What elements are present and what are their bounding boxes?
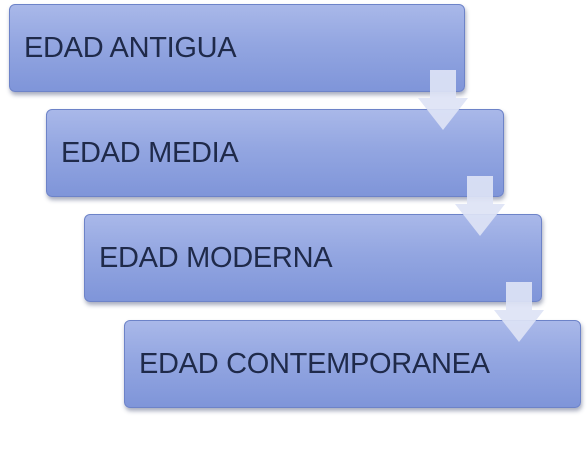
step-box-edad-moderna: EDAD MODERNA bbox=[84, 214, 542, 302]
step-box-edad-contemporanea: EDAD CONTEMPORANEA bbox=[124, 320, 581, 408]
step-label: EDAD MEDIA bbox=[61, 136, 239, 169]
step-label: EDAD CONTEMPORANEA bbox=[139, 347, 490, 380]
down-arrow-icon bbox=[494, 282, 544, 344]
down-arrow-icon bbox=[418, 70, 468, 132]
down-arrow-icon bbox=[455, 176, 505, 238]
step-label: EDAD MODERNA bbox=[99, 241, 333, 274]
step-label: EDAD ANTIGUA bbox=[24, 31, 237, 64]
step-box-edad-media: EDAD MEDIA bbox=[46, 109, 504, 197]
step-box-edad-antigua: EDAD ANTIGUA bbox=[9, 4, 465, 92]
